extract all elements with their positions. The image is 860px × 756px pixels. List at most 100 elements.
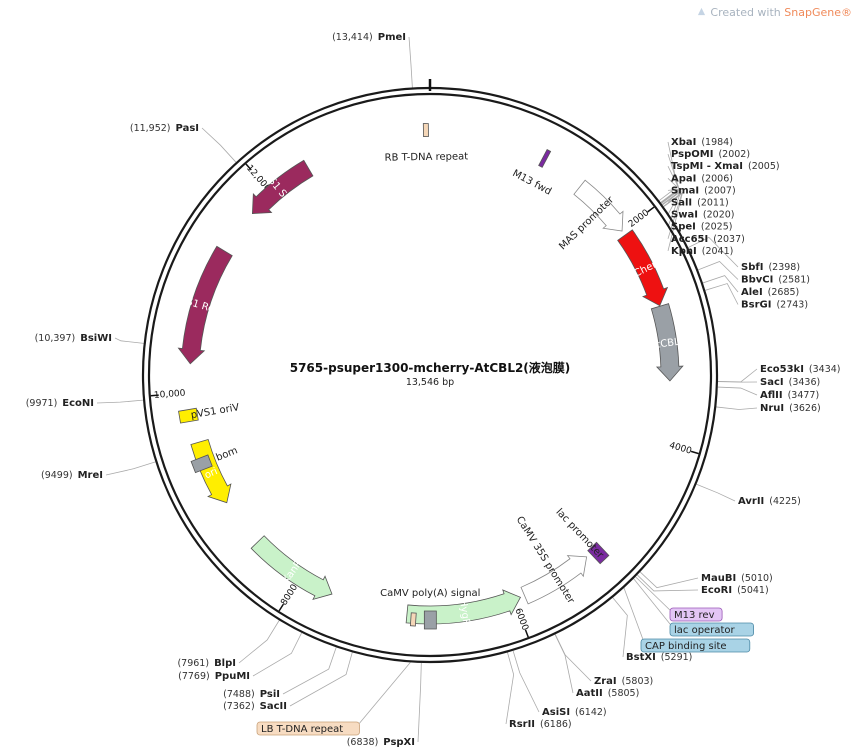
feature-camv35s[interactable] (520, 555, 588, 605)
leader-xbai (658, 141, 678, 201)
feature-pvs1-staa[interactable] (251, 159, 314, 214)
site-mrei[interactable]: (9499) MreI (41, 470, 103, 481)
feature-label-pvs1-oriv: pVS1 oriV (190, 402, 240, 421)
badge-lac-operator[interactable] (669, 622, 754, 637)
site-name: PspOMI (671, 149, 713, 160)
badge-label-m13-rev: M13 rev (674, 610, 715, 621)
site-name: AflII (760, 390, 783, 401)
site-name: BsrGI (741, 300, 771, 311)
site-position: (2037) (713, 234, 745, 245)
feature-lac-promoter[interactable] (587, 541, 610, 565)
site-saci[interactable]: SacI(3436) (760, 377, 820, 388)
site-swai[interactable]: SwaI(2020) (671, 210, 735, 221)
site-position: (5805) (608, 688, 640, 699)
site-xbai[interactable]: XbaI(1984) (671, 137, 733, 148)
site-name: SalI (671, 198, 692, 209)
feature-pvs1-oriv[interactable] (178, 407, 199, 424)
site-name: MauBI (701, 573, 736, 584)
site-name: PmeI (378, 32, 406, 43)
site-position: (7488) (223, 689, 255, 700)
badge-lb-tdna-repeat[interactable] (256, 721, 360, 736)
site-position: (9971) (26, 398, 58, 409)
site-apai[interactable]: ApaI(2006) (671, 173, 733, 184)
badge-m13-rev[interactable] (669, 607, 723, 622)
site-leader-lines (96, 36, 758, 743)
site-name: RsrII (509, 719, 535, 730)
site-econi[interactable]: (9971)EcoNI (26, 398, 94, 409)
site-avrii[interactable]: AvrII(4225) (738, 496, 801, 507)
site-ecori[interactable]: EcoRI(5041) (701, 585, 769, 596)
tick-6000 (524, 629, 529, 638)
site-pspomi[interactable]: PspOMI(2002) (671, 149, 750, 160)
feature-label-m13-fwd: M13 fwd (510, 168, 553, 198)
site-pasi[interactable]: (11,952)PasI (130, 123, 199, 134)
site-position: (4225) (769, 496, 801, 507)
site-name: NruI (760, 403, 784, 414)
site-position: (7961) (177, 658, 209, 669)
site-pmei[interactable]: (13,414)PmeI (332, 32, 406, 43)
site-bstxi[interactable]: BstXI(5291) (626, 652, 692, 663)
badge-leader-lac-operator (633, 578, 675, 630)
site-ppumi[interactable]: (7769)PpuMI (178, 671, 250, 682)
site-position: (3626) (789, 403, 821, 414)
feature-mcherry[interactable] (617, 229, 669, 307)
site-smai[interactable]: SmaI(2007) (671, 185, 736, 196)
site-pspxi[interactable]: (6838)PspXI (347, 737, 415, 748)
tick-12000 (245, 163, 252, 171)
site-sacii[interactable]: (7362)SacII (223, 701, 287, 712)
site-position: (5010) (741, 573, 773, 584)
site-asisi[interactable]: AsiSI(6142) (542, 707, 607, 718)
feature-camv-polya[interactable] (423, 610, 437, 630)
site-nrui[interactable]: NruI (3626) (760, 403, 821, 414)
site-kpni[interactable]: KpnI(2041) (671, 246, 733, 257)
feature-bom[interactable] (190, 454, 213, 474)
site-bsrgi[interactable]: BsrGI (2743) (741, 300, 808, 311)
feature-m13-fwd[interactable] (538, 149, 552, 168)
site-position: (3477) (788, 390, 820, 401)
leader-bsrgi (705, 283, 739, 305)
site-name: BstXI (626, 652, 656, 663)
site-aflii[interactable]: AflII (3477) (760, 390, 819, 401)
site-eco53ki[interactable]: Eco53kI(3434) (760, 364, 841, 375)
site-bsiwi[interactable]: (10,397)BsiWI (35, 333, 112, 344)
feature-lb-tdna[interactable] (409, 612, 417, 627)
badge-cap-binding-site[interactable] (640, 638, 751, 653)
site-zrai[interactable]: ZraI(5803) (594, 676, 653, 687)
site-aatii[interactable]: AatII(5805) (576, 688, 639, 699)
feature-rb-tdna[interactable] (422, 123, 429, 137)
site-spei[interactable]: SpeI(2025) (671, 222, 732, 233)
tick-10000 (150, 394, 159, 397)
site-name: AsiSI (542, 707, 570, 718)
site-acc65i[interactable]: Acc65I(2037) (671, 234, 745, 245)
tick-label-4000: 4000 (668, 441, 693, 457)
leader-saci (717, 381, 758, 383)
site-name: MreI (78, 470, 103, 481)
site-position: (9499) (41, 470, 73, 481)
tick-label-10000: 10,000 (154, 389, 186, 401)
site-psii[interactable]: (7488)PsiI (223, 689, 280, 700)
feature-atcbl2[interactable] (650, 303, 684, 382)
leader-pasi (201, 127, 237, 163)
site-bbvci[interactable]: BbvCI(2581) (741, 275, 810, 286)
site-sali[interactable]: SalI (2011) (671, 198, 729, 209)
site-position: (2007) (704, 185, 736, 196)
feature-kanr[interactable] (250, 535, 333, 600)
site-name: PpuMI (215, 671, 250, 682)
feature-pvs1-repa[interactable] (177, 245, 233, 365)
site-position: (2011) (697, 198, 729, 209)
feature-label-rb-tdna: RB T-DNA repeat (384, 151, 468, 163)
site-maubi[interactable]: MauBI (5010) (701, 573, 773, 584)
site-position: (2743) (776, 300, 808, 311)
feature-ori[interactable] (190, 438, 232, 504)
feature-mas-promoter[interactable] (573, 179, 624, 232)
leader-nrui (716, 406, 758, 410)
site-alei[interactable]: AleI(2685) (741, 287, 799, 298)
site-position: (6186) (540, 719, 572, 730)
badge-label-lb-tdna-repeat: LB T-DNA repeat (261, 724, 343, 735)
site-position: (2041) (702, 246, 734, 257)
site-blpi[interactable]: (7961)BlpI (177, 658, 236, 669)
site-sbfi[interactable]: SbfI(2398) (741, 262, 800, 273)
site-rsrii[interactable]: RsrII (6186) (509, 719, 572, 730)
badge-leader-cap-binding-site (623, 587, 646, 646)
site-tspmi-xmai[interactable]: TspMI - XmaI(2005) (671, 161, 780, 172)
